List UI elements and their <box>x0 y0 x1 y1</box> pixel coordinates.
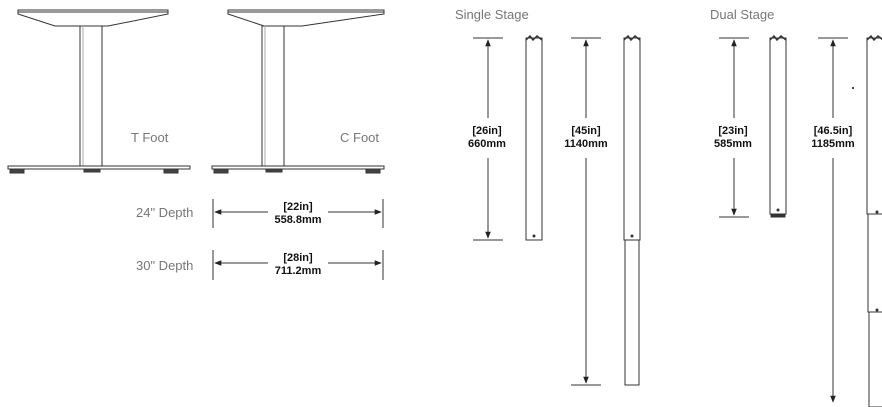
c-foot-leg <box>211 9 385 174</box>
depth-30-dimension <box>212 250 384 280</box>
dual-stage-extended-leg <box>851 34 882 407</box>
depth-24-inches: [22in] <box>283 201 313 213</box>
single-stage-min-dimension <box>473 37 503 241</box>
dual-stage-min-dimension <box>719 37 749 218</box>
dual-stage-max-mm: 1185mm <box>811 138 855 150</box>
dual-stage-max-inches: [46.5in] <box>814 125 853 137</box>
single-stage-max-mm: 1140mm <box>564 138 608 150</box>
dual-stage-title: Dual Stage <box>710 7 774 22</box>
single-stage-min-mm: 660mm <box>468 138 506 150</box>
single-stage-max-inches: [45in] <box>571 125 601 137</box>
depth-24-mm: 558.8mm <box>274 214 321 226</box>
c-foot-label: C Foot <box>340 130 379 145</box>
single-stage-max-dimension <box>571 37 601 386</box>
t-foot-label: T Foot <box>131 130 169 145</box>
depth-30-inches: [28in] <box>283 252 313 264</box>
dual-stage-collapsed-leg <box>769 34 787 218</box>
single-stage-title: Single Stage <box>455 7 529 22</box>
single-stage-extended-leg <box>623 34 641 386</box>
dual-stage-max-dimension <box>818 37 848 403</box>
dual-stage-min-mm: 585mm <box>714 138 752 150</box>
single-stage-collapsed-leg <box>525 34 543 241</box>
dual-stage-min-inches: [23in] <box>718 125 748 137</box>
depth-30-label: 30" Depth <box>136 258 193 273</box>
single-stage-min-inches: [26in] <box>472 125 502 137</box>
depth-24-label: 24" Depth <box>136 205 193 220</box>
depth-30-mm: 711.2mm <box>275 265 322 277</box>
t-foot-leg <box>7 9 191 174</box>
depth-24-dimension <box>212 199 384 228</box>
